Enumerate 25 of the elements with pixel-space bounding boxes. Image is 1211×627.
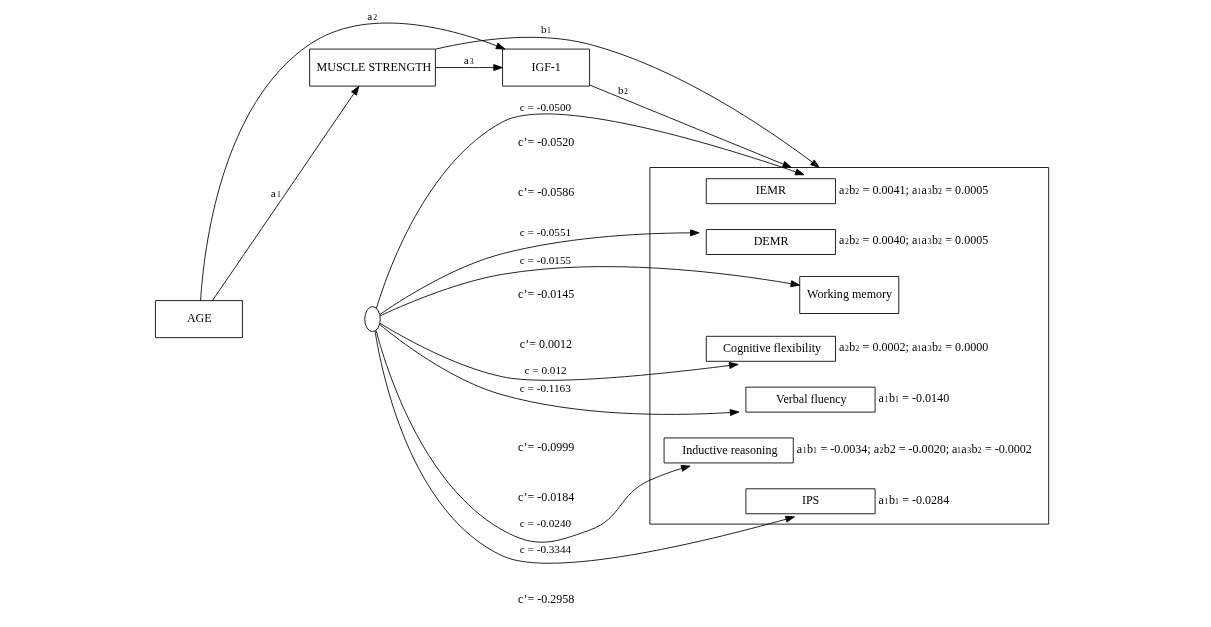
edge-label: c = -0.0500: [519, 101, 572, 113]
node-label: a2b2 = 0.0002; a1a3b2 = 0.0000: [838, 340, 989, 355]
edge-label: b1: [540, 23, 551, 36]
edge-label: c = -0.0155: [519, 254, 572, 267]
label: c’= -0.0586: [518, 184, 575, 199]
edge-label: c = -0.3344: [519, 542, 572, 555]
node-label: a1b1 = -0.0284: [878, 492, 950, 507]
edge-label: a2: [367, 9, 378, 22]
label: c’= -0.0999: [518, 439, 575, 454]
label: c’= -0.0184: [518, 489, 575, 504]
edge-label: a1: [270, 187, 281, 200]
node-label: a1b1 = -0.0140: [878, 390, 950, 405]
node-label: a2b2 = 0.0041; a1a3b2 = 0.0005: [838, 182, 989, 197]
node-label: a2b2 = 0.0040; a1a3b2 = 0.0005: [838, 233, 989, 248]
label: c’= 0.0012: [519, 337, 573, 352]
edge-label: c = 0.012: [524, 363, 567, 376]
edge-label: b2: [617, 83, 628, 96]
label: c’= -0.0145: [518, 287, 575, 302]
node-label: a1b1 = -0.0034; a2b2 = -0.0020; a1a3b2 = -0.0002: [796, 441, 1032, 456]
edge-label: a3: [463, 53, 474, 66]
edge-label: c = -0.0240: [519, 517, 572, 530]
edge-label: c = -0.0551: [519, 225, 572, 238]
label: c’= -0.2958: [518, 592, 575, 607]
label: c’= -0.0520: [518, 134, 575, 149]
edge-label: c = -0.1163: [519, 381, 571, 394]
